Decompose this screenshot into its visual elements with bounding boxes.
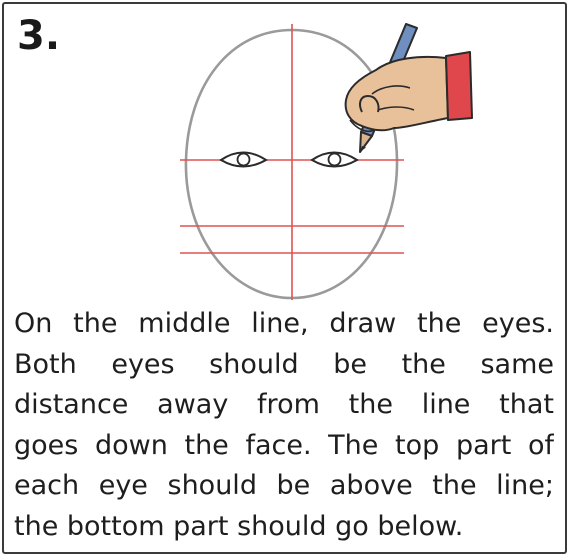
instruction-text: On the middle line, draw the eyes. Both … (14, 304, 554, 547)
instruction-line: the bottom part should go below. (14, 510, 464, 542)
instruction-line: each eye should be above the line; (14, 470, 554, 501)
step-number: 3. (17, 13, 61, 59)
right-eye (310, 151, 359, 168)
left-eye (219, 151, 268, 168)
instruction-line: distance away from the line that (14, 389, 554, 420)
instruction-line: goes down the face. The top part of (14, 429, 554, 461)
instruction-line: On the middle line, draw the eyes. (14, 308, 554, 339)
instruction-card (2, 2, 567, 554)
hand-icon (344, 55, 449, 133)
sleeve-icon (445, 51, 473, 121)
instruction-line: Both eyes should be the same (14, 348, 554, 380)
face-drawing-illustration (180, 23, 473, 300)
